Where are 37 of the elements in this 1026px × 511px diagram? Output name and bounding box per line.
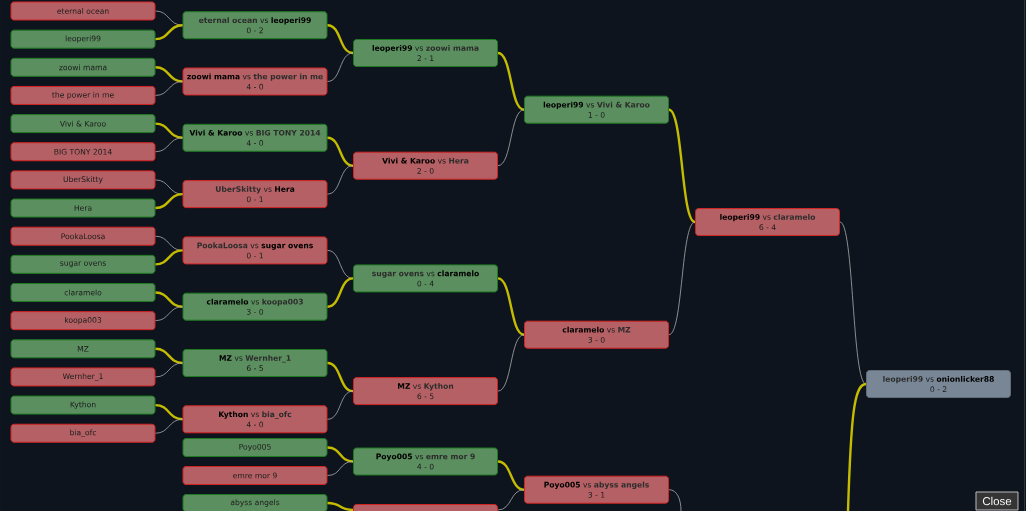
bracket-connector bbox=[155, 81, 183, 96]
bracket-connector bbox=[327, 24, 354, 55]
bracket-connector bbox=[497, 277, 525, 336]
bracket-connector bbox=[497, 334, 525, 392]
bracket-connector bbox=[155, 347, 183, 365]
bracket-connector bbox=[497, 51, 525, 111]
bracket-connector bbox=[327, 390, 354, 420]
bracket-connector bbox=[327, 446, 354, 463]
bracket-connector bbox=[155, 24, 183, 41]
bracket-connector bbox=[155, 291, 183, 308]
bracket-connector bbox=[155, 66, 183, 83]
bracket-connector bbox=[327, 165, 354, 195]
bracket-connector bbox=[155, 306, 183, 322]
bracket-connector bbox=[327, 501, 354, 511]
bracket-connector bbox=[327, 361, 354, 393]
bracket-connector bbox=[668, 108, 696, 223]
match-box bbox=[353, 504, 498, 511]
bracket-connector bbox=[497, 109, 525, 167]
close-button: Close bbox=[975, 491, 1019, 511]
bracket-connector bbox=[155, 362, 183, 378]
bracket-connector bbox=[155, 418, 183, 434]
bracket-connector bbox=[155, 122, 183, 139]
bracket-connector bbox=[327, 277, 354, 308]
bracket-connector bbox=[497, 460, 525, 491]
bracket-connector bbox=[497, 489, 525, 511]
bracket-connector bbox=[155, 137, 183, 153]
bracket-connector bbox=[327, 461, 354, 476]
bracket-connector bbox=[327, 136, 354, 167]
bracket-connector bbox=[846, 382, 867, 511]
bracket-connector bbox=[155, 249, 183, 266]
bracket-connector bbox=[155, 192, 183, 210]
bracket-connector bbox=[668, 489, 682, 511]
bracket-connector bbox=[668, 221, 696, 336]
bracket-connector bbox=[839, 221, 867, 385]
bracket-connector bbox=[155, 403, 183, 421]
bracket-connector bbox=[327, 52, 354, 82]
bracket-connector bbox=[155, 235, 183, 251]
